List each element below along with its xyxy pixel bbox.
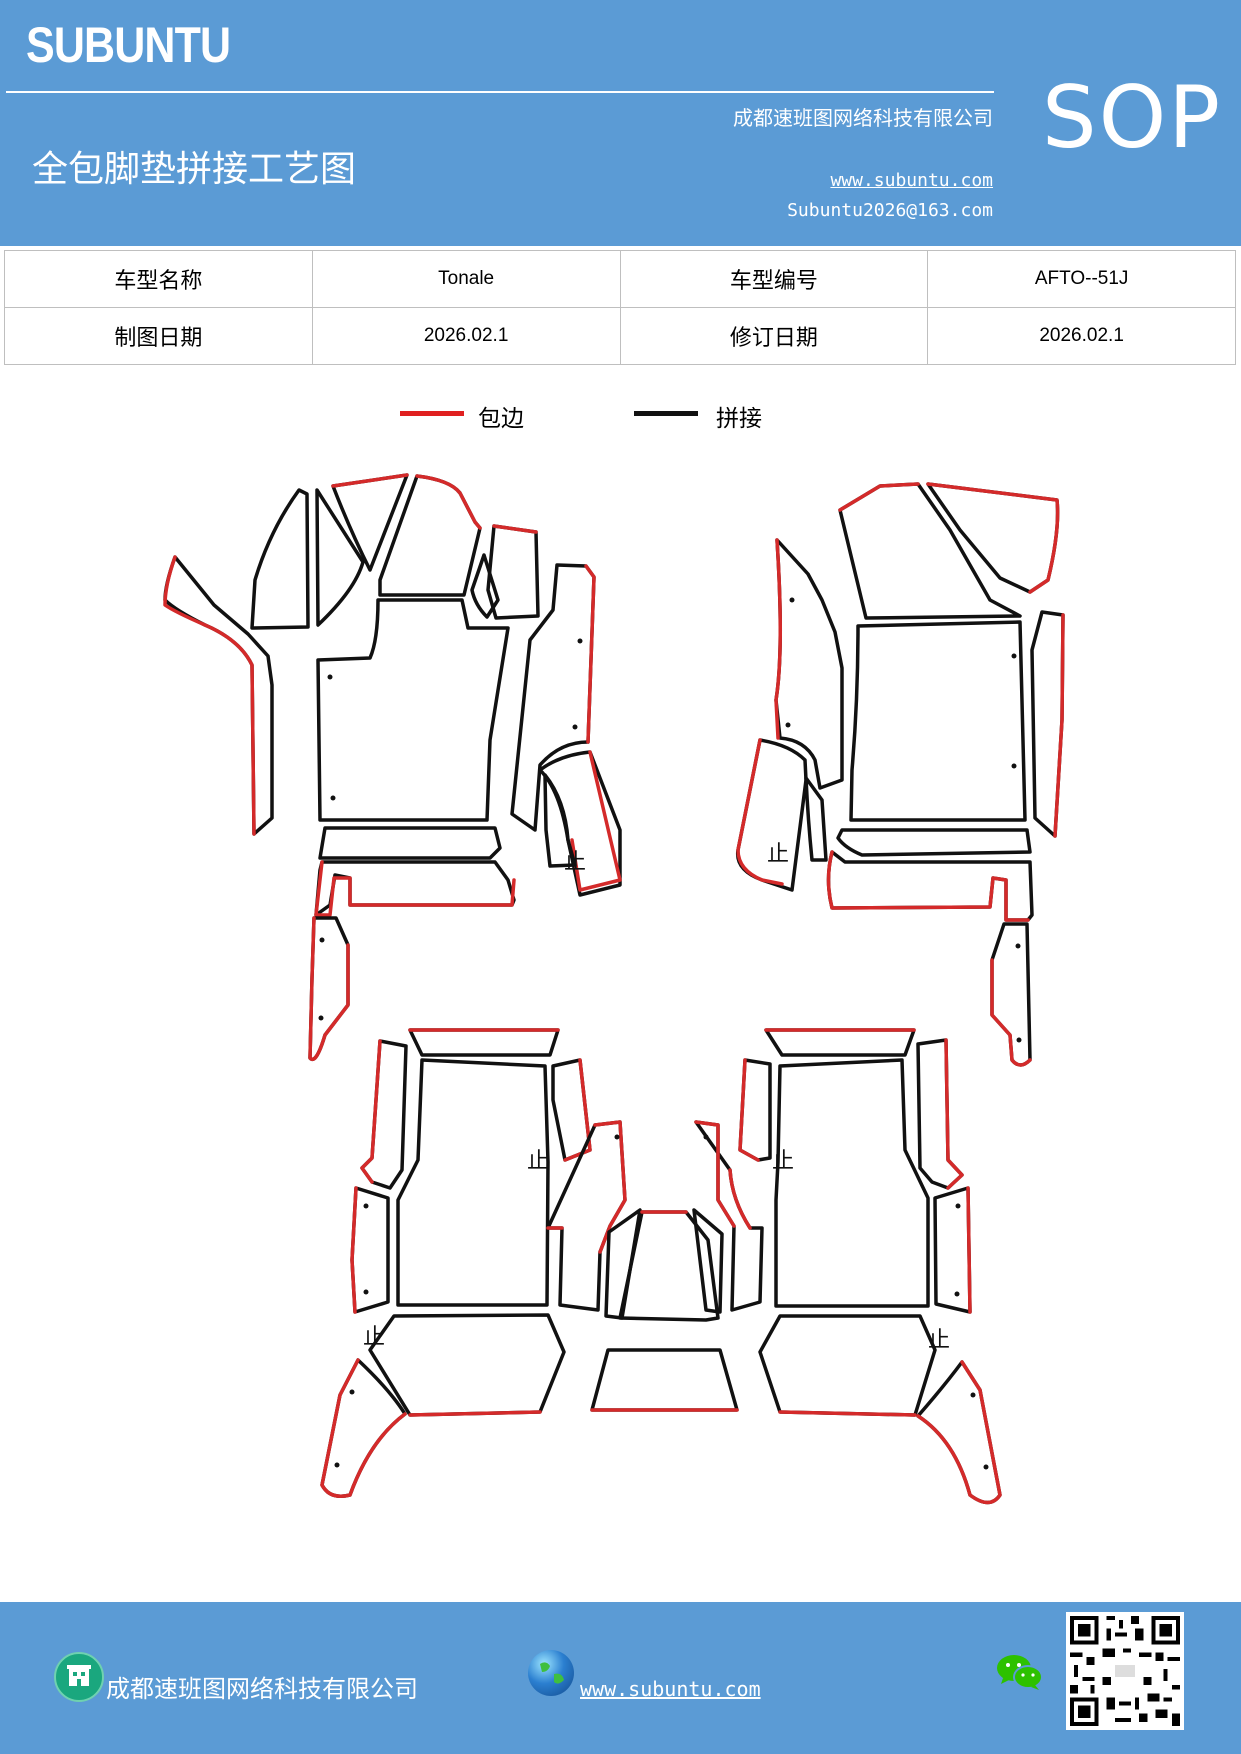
legend-edge-label: 包边: [478, 406, 524, 432]
stop-mark: 止: [363, 1325, 385, 1350]
footer-company: 成都速班图网络科技有限公司: [106, 1675, 418, 1703]
stop-marks: 止 止 止 止 止 止: [363, 842, 950, 1353]
footer-banner: 成都速班图网络科技有限公司 www.subuntu.com: [0, 1602, 1241, 1754]
stop-mark: 止: [767, 842, 789, 867]
draw-date-value: 2026.02.1: [311, 307, 621, 365]
rear-mats: [320, 1028, 1002, 1505]
qr-code[interactable]: [1066, 1612, 1184, 1730]
draw-date-label: 制图日期: [4, 307, 313, 365]
email-address: Subuntu2026@163.com: [787, 200, 993, 221]
model-name-label: 车型名称: [4, 250, 313, 308]
website-link[interactable]: www.subuntu.com: [830, 170, 993, 191]
stop-mark: 止: [772, 1149, 794, 1174]
mat-diagram: 止 止 止 止 止 止: [163, 473, 1065, 1505]
stop-mark: 止: [928, 1328, 950, 1353]
mark-dots: [318, 597, 1022, 1470]
info-table: 车型名称 Tonale 车型编号 AFTO--51J 制图日期 2026.02.…: [4, 250, 1236, 365]
page-title: 全包脚垫拼接工艺图: [32, 149, 357, 190]
sop-label: SOP: [1042, 68, 1223, 168]
footer-website-link[interactable]: www.subuntu.com: [580, 1677, 761, 1701]
globe-icon: [528, 1650, 574, 1696]
revise-date-value: 2026.02.1: [927, 307, 1236, 365]
header-divider: [6, 91, 994, 93]
front-left-mat: [163, 473, 622, 1061]
legend-seam-swatch: [634, 411, 698, 416]
stop-mark: 止: [527, 1149, 549, 1174]
stop-mark: 止: [564, 850, 586, 875]
table-row: 制图日期 2026.02.1 修订日期 2026.02.1: [4, 307, 1236, 365]
company-name: 成都速班图网络科技有限公司: [733, 106, 993, 130]
table-row: 车型名称 Tonale 车型编号 AFTO--51J: [4, 250, 1236, 308]
wechat-icon: [995, 1652, 1045, 1694]
model-code-label: 车型编号: [619, 250, 929, 308]
model-name-value: Tonale: [311, 250, 621, 308]
legend-edge-swatch: [400, 411, 464, 416]
building-icon: [54, 1652, 104, 1702]
legend: 包边 拼接: [400, 402, 800, 438]
front-right-mat: [735, 482, 1065, 1067]
revise-date-label: 修订日期: [619, 307, 929, 365]
header-banner: SUBUNTU SOP 成都速班图网络科技有限公司 全包脚垫拼接工艺图 www.…: [0, 0, 1241, 246]
legend-seam-label: 拼接: [716, 406, 762, 432]
brand-logo: SUBUNTU: [26, 17, 231, 73]
model-code-value: AFTO--51J: [927, 250, 1236, 308]
